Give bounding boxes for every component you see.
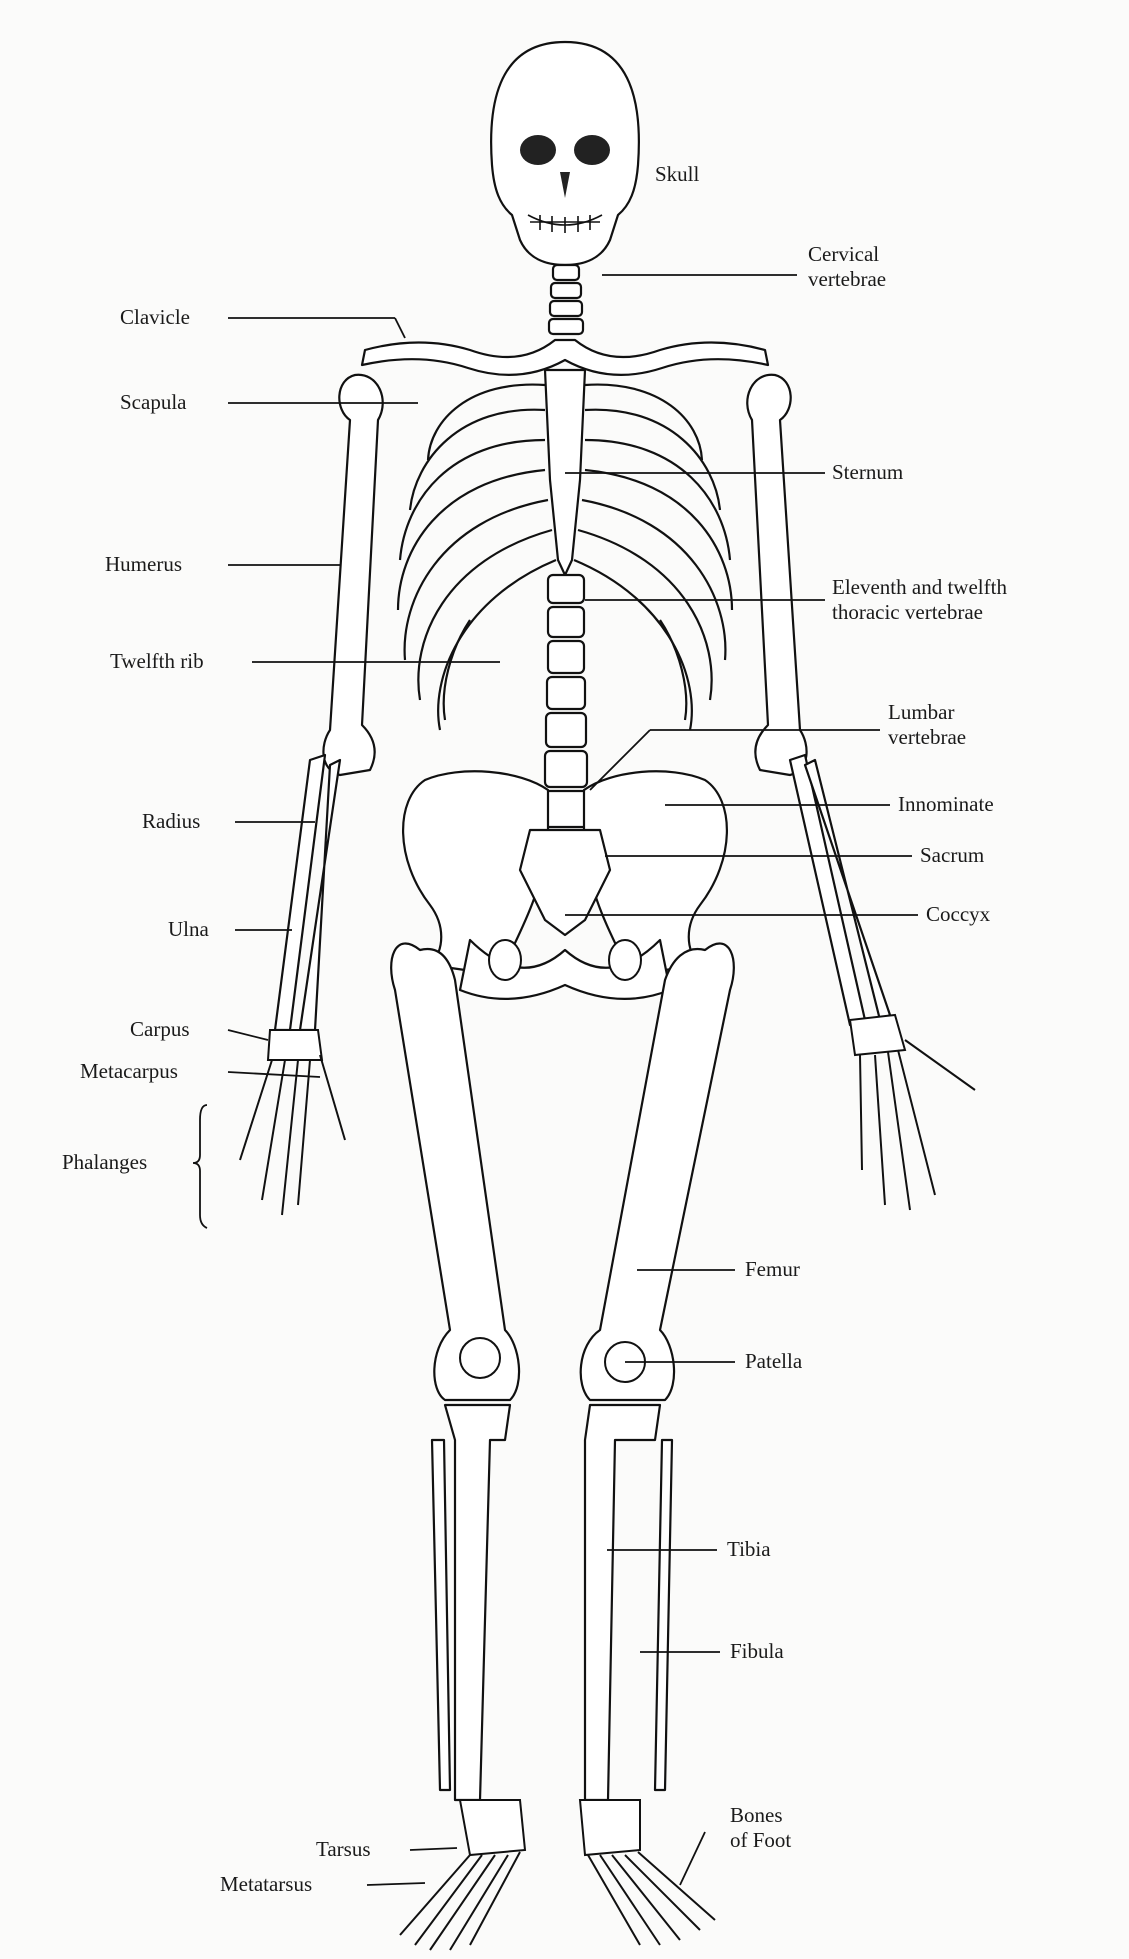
label-patella: Patella	[745, 1349, 803, 1373]
label-femur: Femur	[745, 1257, 800, 1281]
label-metacarpus: Metacarpus	[80, 1059, 178, 1083]
label-ulna: Ulna	[168, 917, 209, 941]
cervical-vertebrae-drawing	[547, 263, 585, 336]
ribcage-drawing	[396, 368, 734, 731]
label-phalanges: Phalanges	[62, 1150, 148, 1174]
label-clavicle: Clavicle	[120, 305, 190, 329]
spine-drawing	[542, 573, 590, 829]
legs-drawing	[390, 942, 735, 1802]
skull-drawing	[490, 40, 640, 267]
leader-lines	[192, 274, 918, 1886]
label-skull: Skull	[655, 162, 700, 186]
label-innominate: Innominate	[898, 792, 994, 816]
label-sternum: Sternum	[832, 460, 904, 484]
label-coccyx: Coccyx	[926, 902, 991, 926]
label-tarsus: Tarsus	[316, 1837, 371, 1861]
feet-drawing	[399, 1799, 716, 1951]
label-humerus: Humerus	[105, 552, 182, 576]
arms-drawing	[273, 373, 892, 1032]
label-tibia: Tibia	[727, 1537, 771, 1561]
label-carpus: Carpus	[130, 1017, 190, 1041]
label-fibula: Fibula	[730, 1639, 784, 1663]
label-scapula: Scapula	[120, 390, 187, 414]
label-metatarsus: Metatarsus	[220, 1872, 313, 1896]
hands-drawing	[239, 1013, 976, 1216]
label-radius: Radius	[142, 809, 201, 833]
label-twelfth-rib: Twelfth rib	[110, 649, 204, 673]
pelvis-drawing	[402, 770, 728, 1000]
label-sacrum: Sacrum	[920, 843, 985, 867]
